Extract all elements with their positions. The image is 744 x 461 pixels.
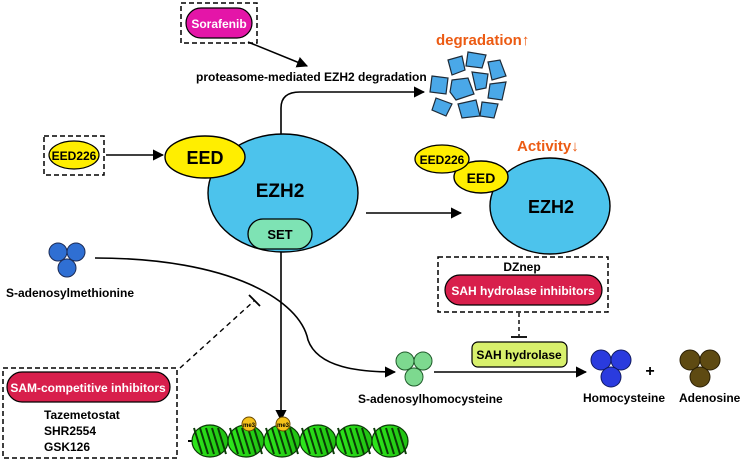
sorafenib-dashed-box bbox=[180, 2, 258, 44]
sah-molecule-icon bbox=[395, 351, 433, 387]
sam-competitive-pill bbox=[6, 371, 171, 403]
degradation-text: degradation bbox=[436, 32, 522, 49]
ezh2-left-label: EZH2 bbox=[256, 181, 305, 202]
inhibitor-shr2554: SHR2554 bbox=[44, 424, 96, 438]
inhibitor-tazemetostat: Tazemetostat bbox=[44, 408, 120, 422]
sam-label: S-adenosylmethionine bbox=[6, 286, 134, 300]
sam-competitive-dashed-box bbox=[2, 367, 178, 459]
sah-hydrolase-inhibitors-pill bbox=[444, 274, 603, 306]
plus-sign: + bbox=[645, 363, 654, 380]
eed226-left-ellipse bbox=[48, 140, 100, 170]
homocysteine-molecule-icon bbox=[590, 349, 632, 388]
set-domain bbox=[247, 218, 313, 250]
sorafenib-label: Sorafenib bbox=[191, 17, 246, 31]
proteasome-label: proteasome-mediated EZH2 degradation bbox=[196, 70, 427, 84]
degradation-up-arrow: ↑ bbox=[522, 32, 530, 49]
sah-hydrolase-pill bbox=[471, 341, 568, 368]
homocysteine-label: Homocysteine bbox=[583, 391, 665, 405]
nucleosome bbox=[335, 424, 373, 458]
activity-text: Activity bbox=[517, 138, 572, 155]
nucleosome-chain bbox=[191, 424, 409, 458]
dznep-dashed-box bbox=[437, 256, 609, 313]
me3-mark-2: me3 bbox=[275, 416, 291, 432]
adenosine-molecule-icon bbox=[679, 349, 721, 388]
degradation-label: degradation↑ bbox=[436, 32, 529, 49]
sah-hydrolase-inhibitors-label: SAH hydrolase inhibitors bbox=[451, 284, 595, 298]
degradation-arrow bbox=[280, 86, 426, 143]
me3-mark-1-label: me3 bbox=[243, 423, 256, 429]
ezh2-right-label: EZH2 bbox=[528, 197, 574, 217]
dznep-label: DZnep bbox=[503, 260, 540, 274]
eed-right-label: EED bbox=[467, 170, 496, 186]
ezh2-left-ellipse bbox=[207, 133, 359, 253]
eed226-left-dashed-box bbox=[43, 135, 105, 176]
sam-molecule-icon bbox=[48, 242, 86, 278]
sam-competitive-inhibition-bar bbox=[248, 294, 261, 307]
sam-to-sah-curve bbox=[94, 257, 397, 378]
eed-right-ellipse bbox=[453, 160, 509, 194]
me3-mark-1: me3 bbox=[241, 416, 257, 432]
adenosine-label: Adenosine bbox=[679, 391, 741, 405]
ezh2-right-ellipse bbox=[489, 157, 611, 255]
nucleosome bbox=[263, 424, 301, 458]
sorafenib-pill bbox=[185, 7, 253, 39]
sah-hydrolase-label: SAH hydrolase bbox=[476, 348, 562, 362]
activity-label: Activity↓ bbox=[517, 138, 579, 155]
eed-left-label: EED bbox=[186, 148, 223, 168]
nucleosome bbox=[299, 424, 337, 458]
activity-down-arrow: ↓ bbox=[571, 138, 579, 155]
eed-left-ellipse bbox=[164, 135, 246, 179]
nucleosome bbox=[191, 424, 229, 458]
eed226-left-label: EED226 bbox=[52, 149, 97, 163]
sah-label: S-adenosylhomocysteine bbox=[358, 392, 503, 406]
sam-competitive-label: SAM-competitive inhibitors bbox=[10, 381, 166, 395]
inhibitor-gsk126: GSK126 bbox=[44, 440, 90, 454]
set-label: SET bbox=[267, 227, 292, 242]
nucleosome bbox=[227, 424, 265, 458]
sorafenib-arrow bbox=[247, 41, 309, 68]
degraded-ezh2-fragments bbox=[429, 51, 507, 119]
sam-competitive-inhibition-line bbox=[179, 300, 255, 369]
me3-mark-2-label: me3 bbox=[277, 423, 290, 429]
eed226-right-label: EED226 bbox=[420, 153, 465, 167]
eed226-right-ellipse bbox=[414, 144, 470, 174]
nucleosome bbox=[371, 424, 409, 458]
